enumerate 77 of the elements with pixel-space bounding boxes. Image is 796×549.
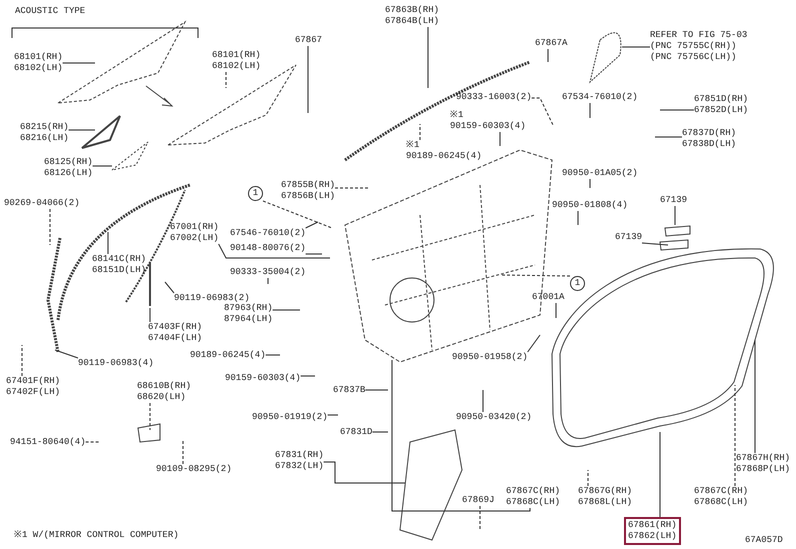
- footnote-mark: ※1: [406, 140, 420, 151]
- part-number: 90119-06983(2): [174, 293, 250, 304]
- part-number: 67867A: [535, 38, 568, 49]
- part-number: 67401F(RH) 67402F(LH): [6, 376, 60, 398]
- part-number: 90333-35004(2): [230, 267, 306, 278]
- footnote: ※1 W/(MIRROR CONTROL COMPUTER): [14, 530, 179, 541]
- part-number: 90950-01808(4): [552, 200, 628, 211]
- part-number: 90950-03420(2): [456, 412, 532, 423]
- part-number: 67001(RH) 67002(LH): [170, 222, 219, 244]
- part-number: 67867: [295, 35, 322, 46]
- part-number: 67869J: [462, 495, 494, 506]
- part-number: 90148-80076(2): [230, 243, 306, 254]
- part-number: 67139: [615, 232, 642, 243]
- part-number: 90189-06245(4): [190, 350, 266, 361]
- part-number: 90119-06983(4): [78, 358, 154, 369]
- leader-line: [674, 206, 676, 226]
- part-number: 67863B(RH) 67864B(LH): [385, 5, 440, 27]
- part-number: 94151-80640(4): [10, 437, 86, 448]
- leader-line: [642, 242, 668, 246]
- leader-line: [62, 62, 96, 64]
- leader-line: [218, 244, 330, 258]
- illustration-code: 67A057D: [745, 535, 783, 546]
- reference-note: REFER TO FIG 75-03 (PNC 75755C(RH)) (PNC 75756C(LH)): [650, 30, 748, 63]
- leader-line: [482, 390, 484, 412]
- part-number: 68125(RH) 68126(LH): [44, 157, 93, 179]
- part-number: 90269-04066(2): [4, 198, 80, 209]
- leader-line: [500, 274, 570, 276]
- leader-line: [323, 462, 406, 484]
- leader-line: [54, 350, 78, 358]
- part-number: 67837B: [333, 385, 366, 396]
- part-number: 67403F(RH) 67404F(LH): [148, 322, 202, 344]
- part-number: 87963(RH) 87964(LH): [224, 303, 273, 325]
- leader-line: [327, 414, 338, 416]
- part-number: 67534-76010(2): [562, 92, 638, 103]
- highlight-frame: [624, 517, 681, 545]
- part-number: 67851D(RH) 67852D(LH): [694, 94, 748, 116]
- leader-line: [654, 136, 682, 138]
- leader-line: [164, 282, 174, 294]
- part-number: 67831D: [340, 427, 372, 438]
- leader-line: [622, 46, 650, 48]
- leader-line: [265, 354, 280, 356]
- part-number: 67546-76010(2): [230, 228, 306, 239]
- part-number: 68141C(RH) 68151D(LH): [92, 254, 146, 276]
- leader-line: [182, 440, 184, 464]
- leader-line: [527, 334, 540, 352]
- part-number: 67139: [660, 195, 688, 206]
- part-number: 90159-60303(4): [450, 121, 526, 132]
- part-number: 67855B(RH) 67856B(LH): [281, 180, 336, 202]
- part-number: 68101(RH) 68102(LH): [212, 50, 261, 72]
- part-number: 68215(RH) 68216(LH): [20, 122, 69, 144]
- part-number: 90189-06245(4): [406, 151, 482, 162]
- part-number: 67861(RH) 67862(LH): [628, 520, 677, 542]
- part-number: 67867C(RH) 67868C(LH): [506, 486, 560, 508]
- leader-line: [305, 222, 318, 228]
- leader-line: [531, 98, 554, 126]
- part-number: 90950-01958(2): [452, 352, 528, 363]
- part-number: 90950-01919(2): [252, 412, 328, 423]
- part-number: 68610B(RH) 68620(LH): [137, 381, 192, 403]
- part-number: 68101(RH) 68102(LH): [14, 52, 63, 74]
- part-number: 90159-60303(4): [225, 373, 301, 384]
- part-number: 67867H(RH) 67868P(LH): [736, 453, 790, 475]
- reference-number-circle: 1: [248, 186, 263, 201]
- leader-line: [262, 200, 332, 228]
- leader-line: [392, 360, 530, 512]
- reference-number-circle: 1: [570, 276, 585, 291]
- part-number: 67837D(RH) 67838D(LH): [682, 128, 736, 150]
- part-number: 67001A: [532, 292, 564, 303]
- leader-line: [754, 340, 756, 454]
- leader-line: [734, 384, 736, 486]
- part-number: 67831(RH) 67832(LH): [275, 450, 324, 472]
- part-number: 67867C(RH) 67868C(LH): [694, 486, 748, 508]
- part-number: 90333-16003(2): [456, 92, 532, 103]
- part-number: 90109-08295(2): [156, 464, 232, 475]
- variant-heading: ACOUSTIC TYPE: [15, 6, 86, 17]
- part-number: 90950-01A05(2): [562, 168, 638, 179]
- footnote-mark: ※1: [450, 110, 464, 121]
- part-number: 67867G(RH) 67868L(LH): [578, 486, 632, 508]
